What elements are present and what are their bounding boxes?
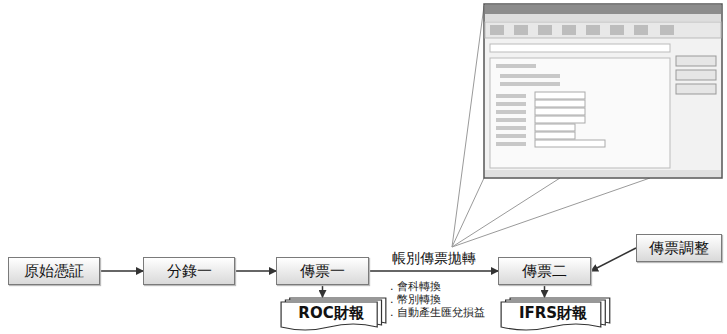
- node-text: IFRS財報: [519, 304, 587, 323]
- flow-arrow: [322, 285, 324, 297]
- process-box: 傳票二: [498, 257, 591, 285]
- node-text: 原始憑証: [24, 262, 84, 281]
- process-box: 原始憑証: [8, 257, 100, 285]
- node-text: 傳票二: [522, 262, 567, 281]
- process-box: 傳票一: [276, 257, 369, 285]
- note-text: . 自動產生匯兌損益: [390, 305, 485, 320]
- node-text: 傳票調整: [649, 239, 709, 258]
- node-text: ROC財報: [298, 304, 363, 323]
- flow-arrow: [100, 270, 143, 272]
- flow-arrow: [591, 248, 636, 271]
- process-box: 分錄一: [143, 257, 235, 285]
- process-box: 傳票調整: [636, 234, 722, 262]
- flow-arrow: [369, 270, 498, 272]
- note-text: . 幣別轉換: [390, 292, 441, 307]
- flow-arrow: [544, 285, 546, 297]
- report-document: ROC財報: [280, 297, 388, 333]
- flow-arrow: [235, 270, 276, 272]
- node-text: 分錄一: [167, 262, 212, 281]
- edge-label: 帳別傳票拋轉: [390, 250, 478, 268]
- note-text: . 會科轉換: [390, 279, 441, 294]
- node-text: 傳票一: [300, 262, 345, 281]
- report-document: IFRS財報: [500, 297, 612, 333]
